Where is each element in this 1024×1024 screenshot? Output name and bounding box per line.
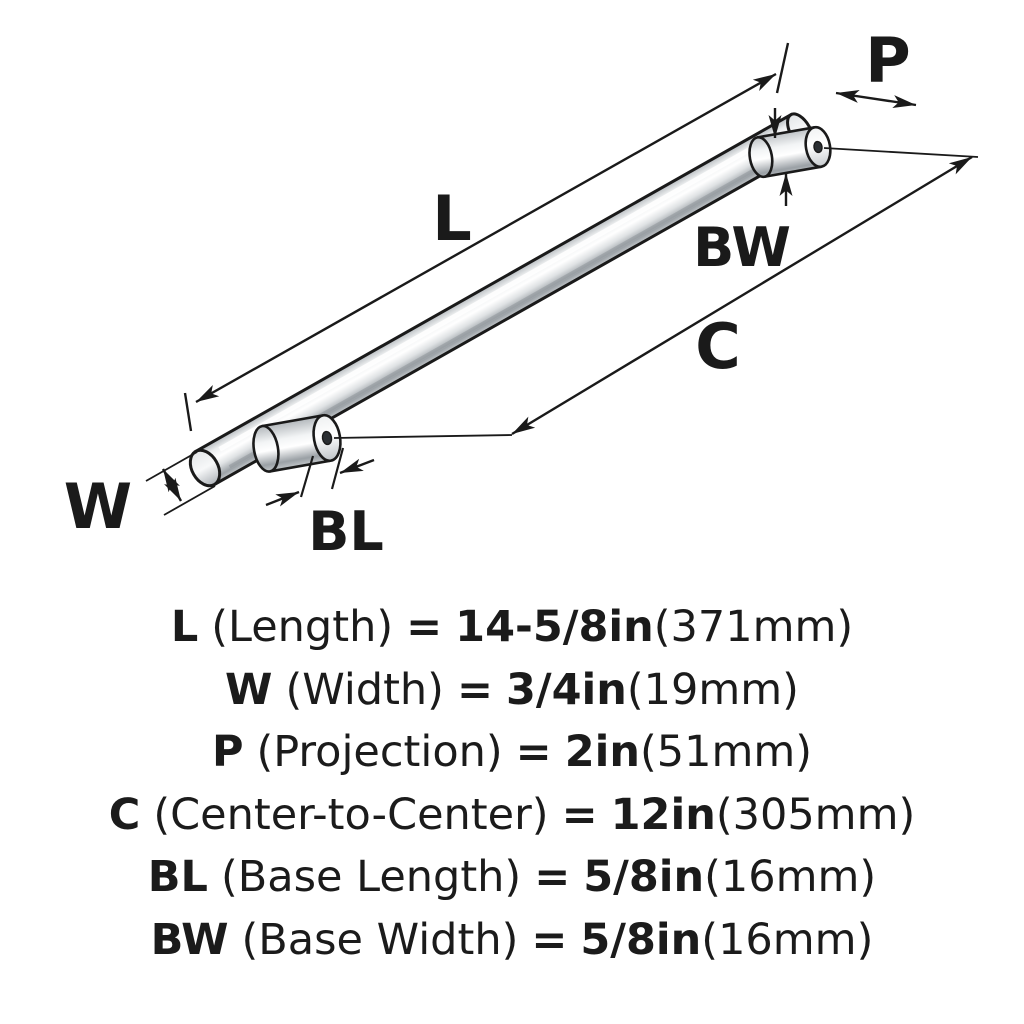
spec-value-imperial: 3/4in <box>506 664 627 715</box>
spec-row-length: L(Length)=14-5/8in(371mm) <box>171 602 853 654</box>
dim-label-L: L <box>432 182 472 255</box>
spec-value-metric: (19mm) <box>626 664 799 715</box>
bar-end-cap-left <box>188 448 222 488</box>
spec-equals: = <box>456 664 493 715</box>
dim-label-P: P <box>865 24 910 97</box>
right-post-screw-hole <box>813 140 823 154</box>
spec-value-imperial: 14-5/8in <box>455 602 654 652</box>
w-extension-bottom <box>163 485 216 516</box>
spec-value-imperial: 5/8in <box>583 852 705 903</box>
bl-arrow-left <box>265 490 300 507</box>
spec-row-projection: P(Projection)=2in(51mm) <box>212 727 812 779</box>
spec-list: L(Length)=14-5/8in(371mm) W(Width)=3/4in… <box>0 580 1024 1024</box>
spec-symbol: BW <box>150 914 229 965</box>
spec-value-metric: (371mm) <box>653 602 854 652</box>
spec-equals: = <box>515 727 552 778</box>
spec-symbol: P <box>211 727 244 778</box>
spec-name: (Base Width) <box>241 914 519 965</box>
bar-highlight <box>218 132 778 452</box>
bl-tick-right <box>330 447 345 490</box>
spec-value-imperial: 2in <box>564 727 640 778</box>
l-tick-left <box>183 392 193 432</box>
spec-value-imperial: 5/8in <box>580 914 702 965</box>
spec-value-imperial: 12in <box>610 789 716 840</box>
left-post-outline-top <box>261 414 324 428</box>
left-post-screw-hole <box>321 430 333 446</box>
spec-row-base-length: BL(Base Length)=5/8in(16mm) <box>148 852 876 904</box>
w-extension-top <box>145 451 198 482</box>
dim-label-BW: BW <box>693 216 791 279</box>
left-post-outline-bottom <box>269 459 332 473</box>
spec-row-width: W(Width)= 3/4in(19mm) <box>225 665 799 717</box>
spec-value-metric: (16mm) <box>704 852 877 903</box>
spec-symbol: C <box>108 789 141 840</box>
bl-arrow-right <box>339 458 375 475</box>
left-post-base-rim <box>252 424 280 473</box>
bl-tick-left <box>299 455 315 498</box>
spec-symbol: BL <box>147 852 208 903</box>
spec-name: (Center-to-Center) <box>153 789 549 840</box>
pull-handle-diagram: L P BW C W BL <box>64 24 979 563</box>
spec-value-metric: (305mm) <box>715 789 916 840</box>
dimension-line-W <box>161 468 183 502</box>
c-extension-left <box>333 434 513 439</box>
spec-name: (Base Length) <box>220 852 522 903</box>
spec-row-base-width: BW(Base Width)=5/8in(16mm) <box>151 915 874 967</box>
spec-row-center-to-center: C(Center-to-Center)=12in(305mm) <box>109 790 915 842</box>
spec-equals: = <box>531 914 568 965</box>
spec-symbol: W <box>225 664 273 715</box>
spec-equals: = <box>406 602 443 652</box>
spec-value-metric: (16mm) <box>701 914 874 965</box>
dimension-line-C <box>511 155 973 436</box>
spec-symbol: L <box>170 602 199 652</box>
c-extension-right <box>823 147 979 158</box>
spec-equals: = <box>561 789 598 840</box>
spec-name: (Projection) <box>256 727 503 778</box>
spec-equals: = <box>534 852 571 903</box>
dimension-line-L <box>195 72 777 404</box>
spec-name: (Length) <box>211 602 394 652</box>
dimension-line-P <box>835 89 917 109</box>
spec-name: (Width) <box>285 664 444 715</box>
left-post <box>252 413 342 473</box>
dim-label-BL: BL <box>308 500 384 563</box>
dim-label-W: W <box>64 470 132 543</box>
dim-label-C: C <box>695 310 741 383</box>
spec-value-metric: (51mm) <box>639 727 813 778</box>
l-tick-right <box>775 42 790 94</box>
